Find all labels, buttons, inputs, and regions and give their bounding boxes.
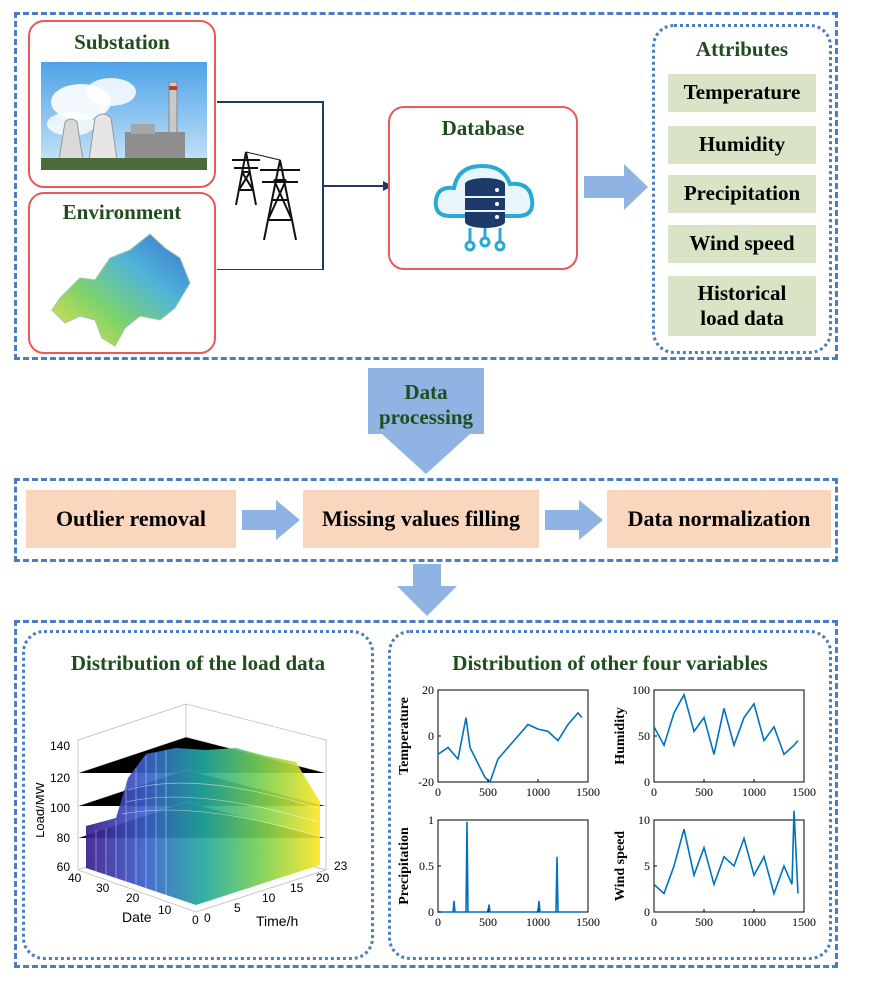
y-tick-label: 0.5 xyxy=(419,859,434,873)
x-tick-label: 1500 xyxy=(576,915,600,929)
y-tick-label: -20 xyxy=(418,775,434,789)
date-tick-1: 30 xyxy=(96,881,110,895)
date-tick-3: 10 xyxy=(158,903,172,917)
data-collection-section xyxy=(14,12,838,360)
surface-lines xyxy=(95,750,319,898)
processing-section xyxy=(14,478,838,562)
time-tick-5: 23 xyxy=(334,859,348,873)
attribute-wind-speed: Wind speed xyxy=(668,225,816,263)
step-data-normalization: Data normalization xyxy=(607,490,831,548)
attributes-panel: Attributes xyxy=(652,24,832,354)
y-tick-label: 0 xyxy=(428,729,434,743)
y-axis-label: Humidity xyxy=(613,707,628,765)
database-title: Database xyxy=(441,116,525,140)
y-tick-label: 100 xyxy=(632,683,650,697)
substation-title: Substation xyxy=(74,30,170,54)
date-tick-4: 0 xyxy=(192,913,199,927)
x-tick-label: 0 xyxy=(651,915,657,929)
y-tick-label: 10 xyxy=(638,813,650,827)
time-tick-1: 5 xyxy=(234,901,241,915)
transmission-tower-icon xyxy=(232,151,300,240)
cloud-database-icon xyxy=(433,163,535,252)
y-axis-label: Wind speed xyxy=(613,831,628,901)
time-tick-4: 20 xyxy=(316,871,330,885)
load-3d-surface-chart: 140 120 100 80 60 Load/MW 40 30 20 10 0 … xyxy=(36,703,348,929)
variables-panel-title: Distribution of other four variables xyxy=(452,651,768,675)
series-line xyxy=(437,711,583,784)
date-axis-label: Date xyxy=(122,909,152,925)
power-plant-photo xyxy=(41,62,207,170)
chart-frame xyxy=(437,689,589,783)
attributes-title: Attributes xyxy=(695,37,789,61)
data-processing-label-line2: processing xyxy=(378,405,474,429)
x-tick-label: 1000 xyxy=(526,785,550,799)
z-tick-1: 120 xyxy=(50,771,70,785)
y-tick-label: 5 xyxy=(644,859,650,873)
x-tick-label: 1000 xyxy=(742,785,766,799)
series-line xyxy=(653,810,799,897)
regional-heatmap xyxy=(51,233,191,347)
time-tick-3: 15 xyxy=(290,881,304,895)
database-card: Database xyxy=(388,106,578,270)
chart-frame xyxy=(437,819,589,913)
load-surface xyxy=(86,748,320,905)
step-outlier-removal: Outlier removal xyxy=(26,490,236,548)
series-line xyxy=(653,692,799,756)
environment-card: Environment xyxy=(28,192,216,354)
results-section xyxy=(14,620,838,968)
x-tick-label: 500 xyxy=(695,785,713,799)
arrow-to-results xyxy=(397,564,457,616)
x-tick-label: 1500 xyxy=(792,785,816,799)
time-tick-2: 10 xyxy=(262,891,276,905)
attribute-precipitation: Precipitation xyxy=(668,175,816,213)
x-tick-label: 500 xyxy=(479,915,497,929)
z-tick-0: 140 xyxy=(50,739,70,753)
x-tick-label: 1500 xyxy=(792,915,816,929)
environment-title: Environment xyxy=(62,200,182,224)
y-tick-label: 0 xyxy=(428,905,434,919)
arrow-step-1 xyxy=(242,500,300,540)
load-distribution-panel: Distribution of the load data xyxy=(22,630,374,960)
z-tick-2: 100 xyxy=(50,801,70,815)
y-tick-label: 20 xyxy=(422,683,434,697)
chart-frame xyxy=(653,689,805,783)
x-tick-label: 0 xyxy=(651,785,657,799)
step-missing-values-filling: Missing values filling xyxy=(303,490,539,548)
x-tick-label: 0 xyxy=(435,785,441,799)
substation-card: Substation xyxy=(28,20,216,188)
date-tick-2: 20 xyxy=(126,891,140,905)
y-axis-label: Temperature xyxy=(397,697,412,775)
date-tick-0: 40 xyxy=(68,871,82,885)
series-line xyxy=(438,821,582,913)
z-tick-3: 80 xyxy=(57,831,71,845)
x-tick-label: 500 xyxy=(479,785,497,799)
attribute-humidity: Humidity xyxy=(668,126,816,164)
y-tick-label: 50 xyxy=(638,729,650,743)
x-tick-label: 500 xyxy=(695,915,713,929)
data-processing-label-line1: Data xyxy=(404,380,448,404)
data-processing-arrow xyxy=(368,368,484,474)
x-tick-label: 1000 xyxy=(526,915,550,929)
x-tick-label: 1000 xyxy=(742,915,766,929)
z-tick-4: 60 xyxy=(57,860,71,874)
arrow-step-2 xyxy=(545,500,603,540)
y-tick-label: 0 xyxy=(644,905,650,919)
attribute-temperature: Temperature xyxy=(668,74,816,112)
z-axis-label: Load/MW xyxy=(36,781,47,837)
y-tick-label: 1 xyxy=(428,813,434,827)
time-axis-label: Time/h xyxy=(256,913,298,929)
arrow-to-attributes xyxy=(584,164,648,210)
x-tick-label: 1500 xyxy=(576,785,600,799)
x-tick-label: 0 xyxy=(435,915,441,929)
chart-frame xyxy=(653,819,805,913)
load-panel-title: Distribution of the load data xyxy=(70,651,326,675)
attribute-historical-load: Historical load data xyxy=(668,276,816,336)
variables-distribution-panel: Distribution of other four variables xyxy=(388,630,832,960)
y-tick-label: 0 xyxy=(644,775,650,789)
time-tick-0: 0 xyxy=(204,911,211,925)
y-axis-label: Precipitation xyxy=(397,827,412,905)
